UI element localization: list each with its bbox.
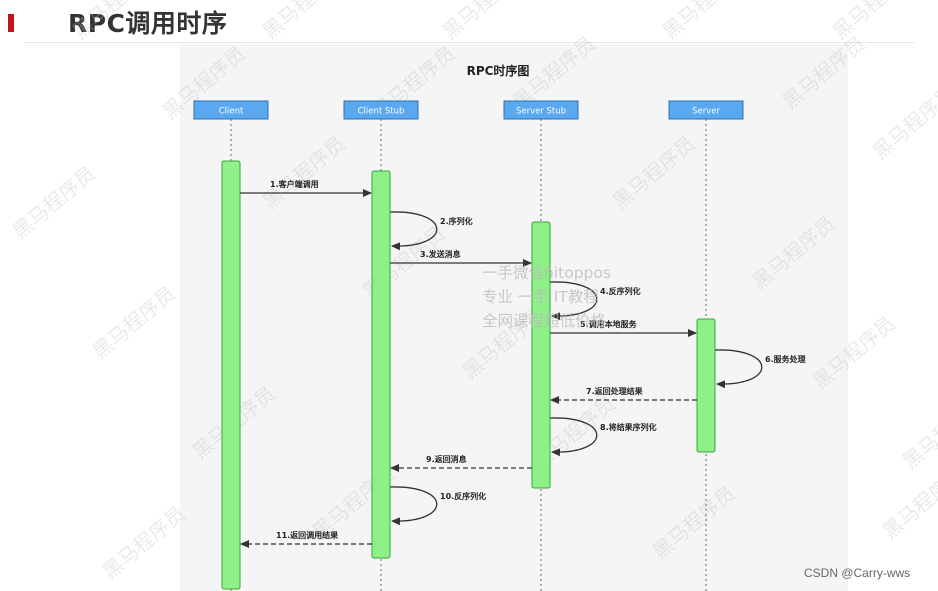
self-message-arrow <box>389 211 438 251</box>
watermark-text: 黑马程序员 <box>258 0 350 44</box>
message-label: 4.反序列化 <box>600 286 641 296</box>
watermark-text: 黑马程序员 <box>608 131 700 214</box>
watermark-text: 黑马程序员 <box>88 281 180 364</box>
ad-watermark: 一手微信hitoppos 专业 一手 IT教程 全网课程超低价格 <box>482 264 611 330</box>
participant-label: Client Stub <box>358 107 405 117</box>
ad-watermark-line: 专业 一手 IT教程 <box>482 288 599 306</box>
participant-box-server <box>668 100 744 120</box>
diagram-panel <box>180 44 848 591</box>
watermark-text: 黑马程序员 <box>648 481 740 564</box>
watermark-text: 黑马程序员 <box>778 31 870 114</box>
participant-label: Server <box>692 107 720 117</box>
self-message-arrow <box>389 486 438 526</box>
activation-bar-client-stub <box>371 170 391 559</box>
self-message-arrow <box>549 417 598 457</box>
watermark-text: 黑马程序员 <box>878 461 938 544</box>
self-message-arrow <box>714 349 763 389</box>
watermark-text: 黑马程序员 <box>868 81 938 164</box>
watermark-text: 黑马程序员 <box>828 0 920 44</box>
participant-box-client <box>193 100 269 120</box>
watermark-text: 黑马程序员 <box>808 311 900 394</box>
participant-label: Server Stub <box>516 107 566 117</box>
watermark-text: 黑马程序员 <box>258 131 350 214</box>
message-label: 7.返回处理结果 <box>586 386 643 396</box>
message-label: 11.返回调用结果 <box>276 530 338 540</box>
message-label: 1.客户端调用 <box>270 179 319 189</box>
message-label: 5.调用本地服务 <box>580 319 638 329</box>
watermark-text: 黑马程序员 <box>8 161 100 244</box>
messages-layer: 1.客户端调用 2.序列化 3.发送消息 4.反序列化 5.调用本地服务 6.服务处理 7.… <box>240 179 806 548</box>
participant-box-client-stub <box>343 100 419 120</box>
watermark-text: 黑马程序员 <box>748 211 840 294</box>
watermark-text: 黑马程序员 <box>898 391 938 474</box>
activation-bar-client <box>221 160 241 590</box>
message-label: 9.返回消息 <box>426 454 467 464</box>
ad-watermark-line: 一手微信hitoppos <box>482 264 611 282</box>
title-accent-bar <box>8 14 14 32</box>
diagram-title: RPC时序图 <box>467 63 530 78</box>
participant-label: Client <box>219 107 244 117</box>
message-label: 3.发送消息 <box>420 249 461 259</box>
watermark-text: 黑马程序员 <box>438 0 530 44</box>
participant-box-server-stub <box>503 100 579 120</box>
message-label: 10.反序列化 <box>440 491 486 501</box>
activations-layer <box>221 160 716 590</box>
activation-bar-server <box>696 318 716 453</box>
csdn-credit: CSDN @Carry-wws <box>804 566 911 580</box>
title-divider <box>24 42 914 43</box>
message-label: 8.将结果序列化 <box>600 422 657 432</box>
watermark-text: 黑马程序员 <box>68 0 160 44</box>
ad-watermark-line: 全网课程超低价格 <box>482 312 607 330</box>
watermark-text: 黑马程序员 <box>98 501 190 584</box>
message-label: 2.序列化 <box>440 216 473 226</box>
self-message-arrow <box>549 281 598 321</box>
page-title: RPC调用时序 <box>68 9 228 38</box>
activation-bar-server-stub <box>531 221 551 489</box>
message-label: 6.服务处理 <box>765 354 806 364</box>
watermark-text: 黑马程序员 <box>658 0 750 44</box>
